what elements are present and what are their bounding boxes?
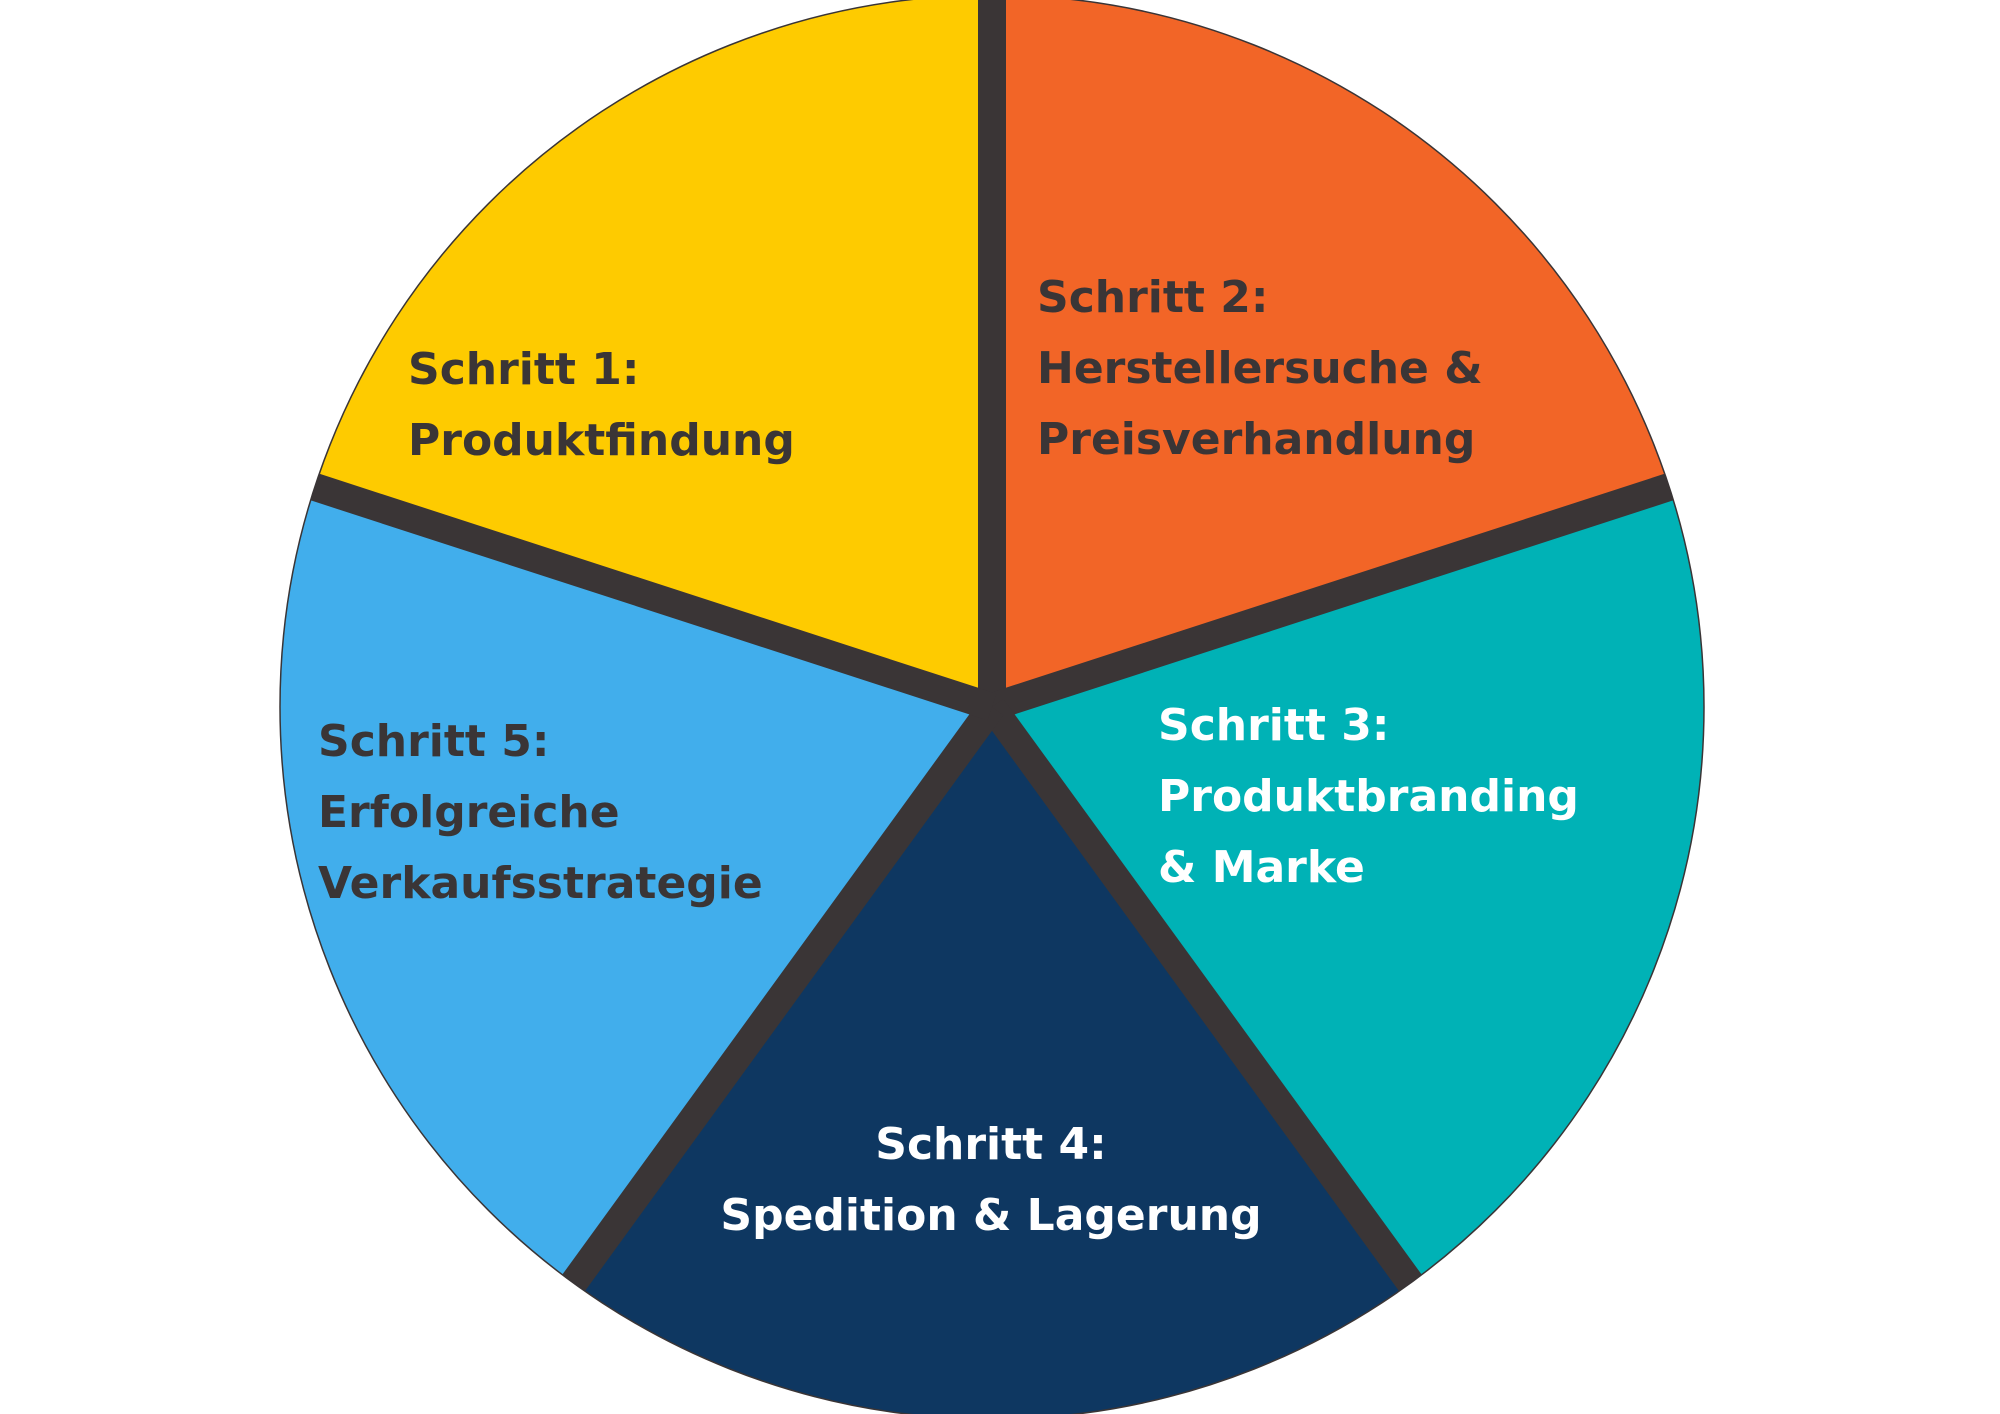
label-step-2-line-3: Preisverhandlung bbox=[1037, 414, 1475, 465]
slice-step-4 bbox=[279, 486, 992, 1284]
label-step-3-line-3: & Marke bbox=[1158, 842, 1365, 893]
slice-step-2 bbox=[992, 486, 1704, 1284]
slice-step-3 bbox=[573, 707, 1411, 1414]
label-step-1-line-2: Produktfindung bbox=[408, 415, 795, 466]
label-step-2-line-1: Schritt 2: bbox=[1037, 272, 1268, 323]
dividers bbox=[279, 0, 1705, 1414]
divider-line bbox=[987, 473, 1674, 721]
divider-line bbox=[980, 698, 1422, 1292]
label-step-4-line-1: Schritt 4: bbox=[875, 1119, 1106, 1170]
label-step-2-line-2: Herstellersuche & bbox=[1037, 343, 1483, 394]
label-step-5-line-1: Schritt 5: bbox=[318, 716, 549, 767]
labels: Schritt 1: Produktfindung Schritt 2: Herste… bbox=[318, 272, 1579, 1241]
label-step-1-line-1: Schritt 1: bbox=[408, 344, 639, 395]
label-step-5-line-3: Verkaufsstrategie bbox=[318, 858, 763, 909]
divider-line bbox=[562, 698, 1004, 1292]
divider-line bbox=[310, 473, 997, 721]
pie-outline bbox=[279, 0, 1705, 1414]
label-step-4-line-2: Spedition & Lagerung bbox=[720, 1190, 1261, 1241]
label-step-3-line-1: Schritt 3: bbox=[1158, 700, 1389, 751]
label-step-3-line-2: Produktbranding bbox=[1158, 771, 1579, 822]
label-step-5-line-2: Erfolgreiche bbox=[318, 787, 620, 838]
